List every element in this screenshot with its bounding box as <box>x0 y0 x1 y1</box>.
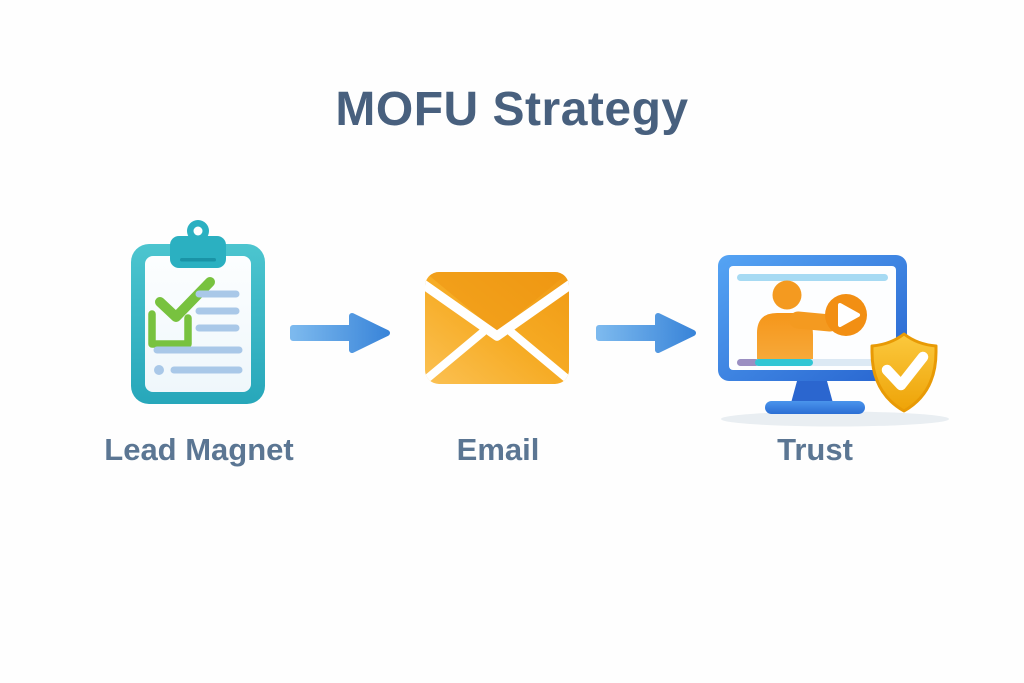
shadow <box>721 411 949 427</box>
step-label-trust: Trust <box>777 432 853 467</box>
trust-shield <box>870 332 938 413</box>
email-envelope-icon <box>425 272 569 384</box>
page-title: MOFU Strategy <box>335 83 689 136</box>
video-monitor-shield-icon <box>718 255 949 427</box>
arrow-right-icon <box>596 313 696 353</box>
presenter-video <box>737 280 887 366</box>
clipboard-checklist-icon <box>131 220 265 404</box>
step-label-lead-magnet: Lead Magnet <box>104 432 294 467</box>
step-label-email: Email <box>456 432 540 467</box>
arrow-right-icon <box>290 313 390 353</box>
